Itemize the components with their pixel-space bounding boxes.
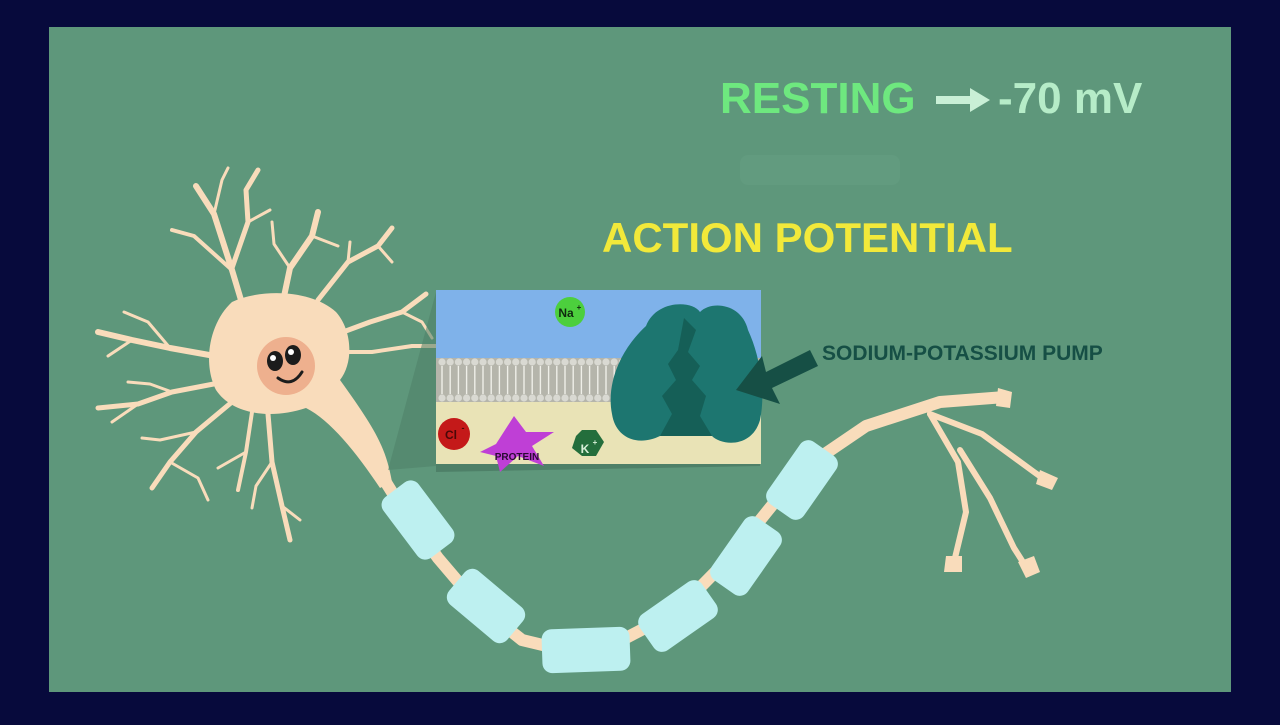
sodium-potassium-pump-label: SODIUM-POTASSIUM PUMP	[822, 342, 1103, 365]
sodium-ion	[555, 297, 585, 327]
chloride-ion-label: Cl	[445, 428, 457, 442]
myelin-segment	[766, 440, 838, 520]
resting-potential-value: -70 mV	[998, 74, 1143, 123]
right-arrow-icon	[936, 88, 990, 112]
smiley-right-eye	[285, 345, 301, 365]
myelin-segment	[541, 626, 631, 674]
smiley-mouth	[276, 370, 304, 384]
sodium-ion-charge: +	[577, 303, 582, 312]
smiley-nucleus	[257, 337, 315, 395]
pump-pointer-arrow	[736, 350, 818, 404]
sodium-potassium-pump	[610, 304, 763, 443]
myelin-segment	[638, 580, 718, 652]
chloride-ion	[438, 418, 470, 450]
sodium-ion-label: Na	[558, 306, 574, 320]
action-potential-title: ACTION POTENTIAL	[602, 214, 1013, 261]
myelin-sheath	[381, 440, 838, 674]
axon-terminals	[927, 395, 1051, 573]
zoom-cone	[388, 292, 436, 470]
myelin-segment	[446, 568, 526, 644]
chloride-ion-charge: -	[462, 423, 465, 433]
potassium-ion-charge: +	[593, 438, 598, 447]
terminal-buttons	[944, 388, 1058, 578]
protein-anion	[480, 416, 554, 472]
myelin-segment	[381, 480, 455, 560]
protein-label: PROTEIN	[495, 452, 539, 463]
resting-label: RESTING	[720, 74, 916, 123]
faded-text-ghost	[740, 155, 900, 185]
smiley-left-eye	[267, 351, 283, 371]
membrane-inset: Na + Cl - PROTEIN K +	[436, 290, 763, 472]
potassium-ion	[572, 430, 604, 456]
myelin-segment	[710, 516, 782, 596]
potassium-ion-label: K	[581, 442, 590, 456]
